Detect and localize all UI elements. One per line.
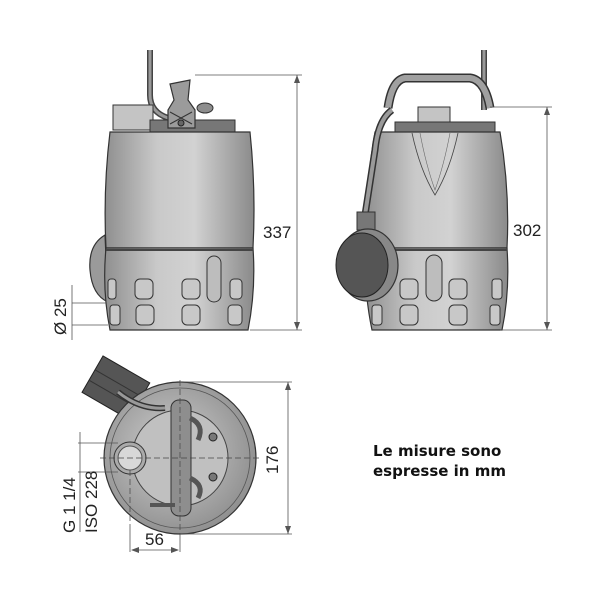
top-view: 176 56 G 1 1/4 ISO 228	[60, 355, 292, 553]
units-note-line1: Le misure sono	[373, 442, 502, 460]
offset-label: 56	[145, 530, 164, 549]
units-note-line2: espresse in mm	[373, 462, 506, 480]
front-height-label: 337	[263, 223, 291, 242]
top-width-label: 176	[263, 446, 282, 474]
side-height-label: 302	[513, 221, 541, 240]
front-view: 337 Ø 25	[51, 50, 302, 340]
units-note: Le misure sono espresse in mm	[373, 441, 506, 481]
outlet-diameter-label: Ø 25	[51, 298, 70, 335]
thread-label: G 1 1/4	[60, 477, 79, 533]
side-view: 302	[335, 50, 552, 331]
standard-label: ISO 228	[82, 471, 101, 533]
